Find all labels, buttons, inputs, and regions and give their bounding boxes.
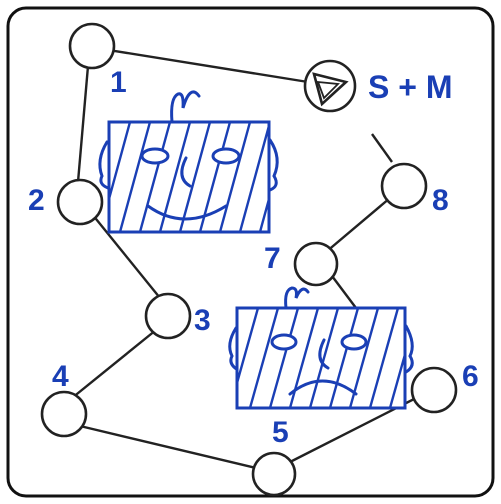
edge-2-to-3 <box>91 213 161 299</box>
happy-face-icon <box>98 90 279 234</box>
node-6 <box>410 366 458 414</box>
edge-7-to-8 <box>325 197 391 253</box>
edge-3-to-4 <box>71 329 157 399</box>
node-top-left <box>68 22 116 70</box>
edge-8-to-symbol <box>371 133 393 163</box>
edge-7-to-sad-face <box>331 275 357 309</box>
triangle-in-circle-icon <box>303 59 357 113</box>
label-2: 2 <box>28 184 45 217</box>
happy-face-hatching <box>109 122 269 232</box>
label-8: 8 <box>432 184 449 217</box>
label-3: 3 <box>194 304 211 337</box>
node-3 <box>144 292 192 340</box>
node-7 <box>293 241 339 287</box>
label-6: 6 <box>462 360 479 393</box>
sad-face-hatching <box>237 308 405 408</box>
edge-top-left-to-2 <box>76 65 90 183</box>
node-2 <box>56 178 104 226</box>
label-1: 1 <box>110 66 127 99</box>
edge-4-to-5 <box>79 424 257 470</box>
node-8 <box>380 162 428 210</box>
node-5 <box>251 451 297 497</box>
edge-top-left-to-symbol <box>95 46 309 84</box>
diagram-frame <box>6 6 495 498</box>
label-7: 7 <box>264 242 281 275</box>
label-s-plus-m: S + M <box>368 69 452 105</box>
sad-face-icon <box>228 286 414 410</box>
edges <box>71 46 421 470</box>
label-5: 5 <box>272 416 289 449</box>
nodes <box>40 22 458 497</box>
label-4: 4 <box>52 360 69 393</box>
node-4 <box>40 390 88 438</box>
